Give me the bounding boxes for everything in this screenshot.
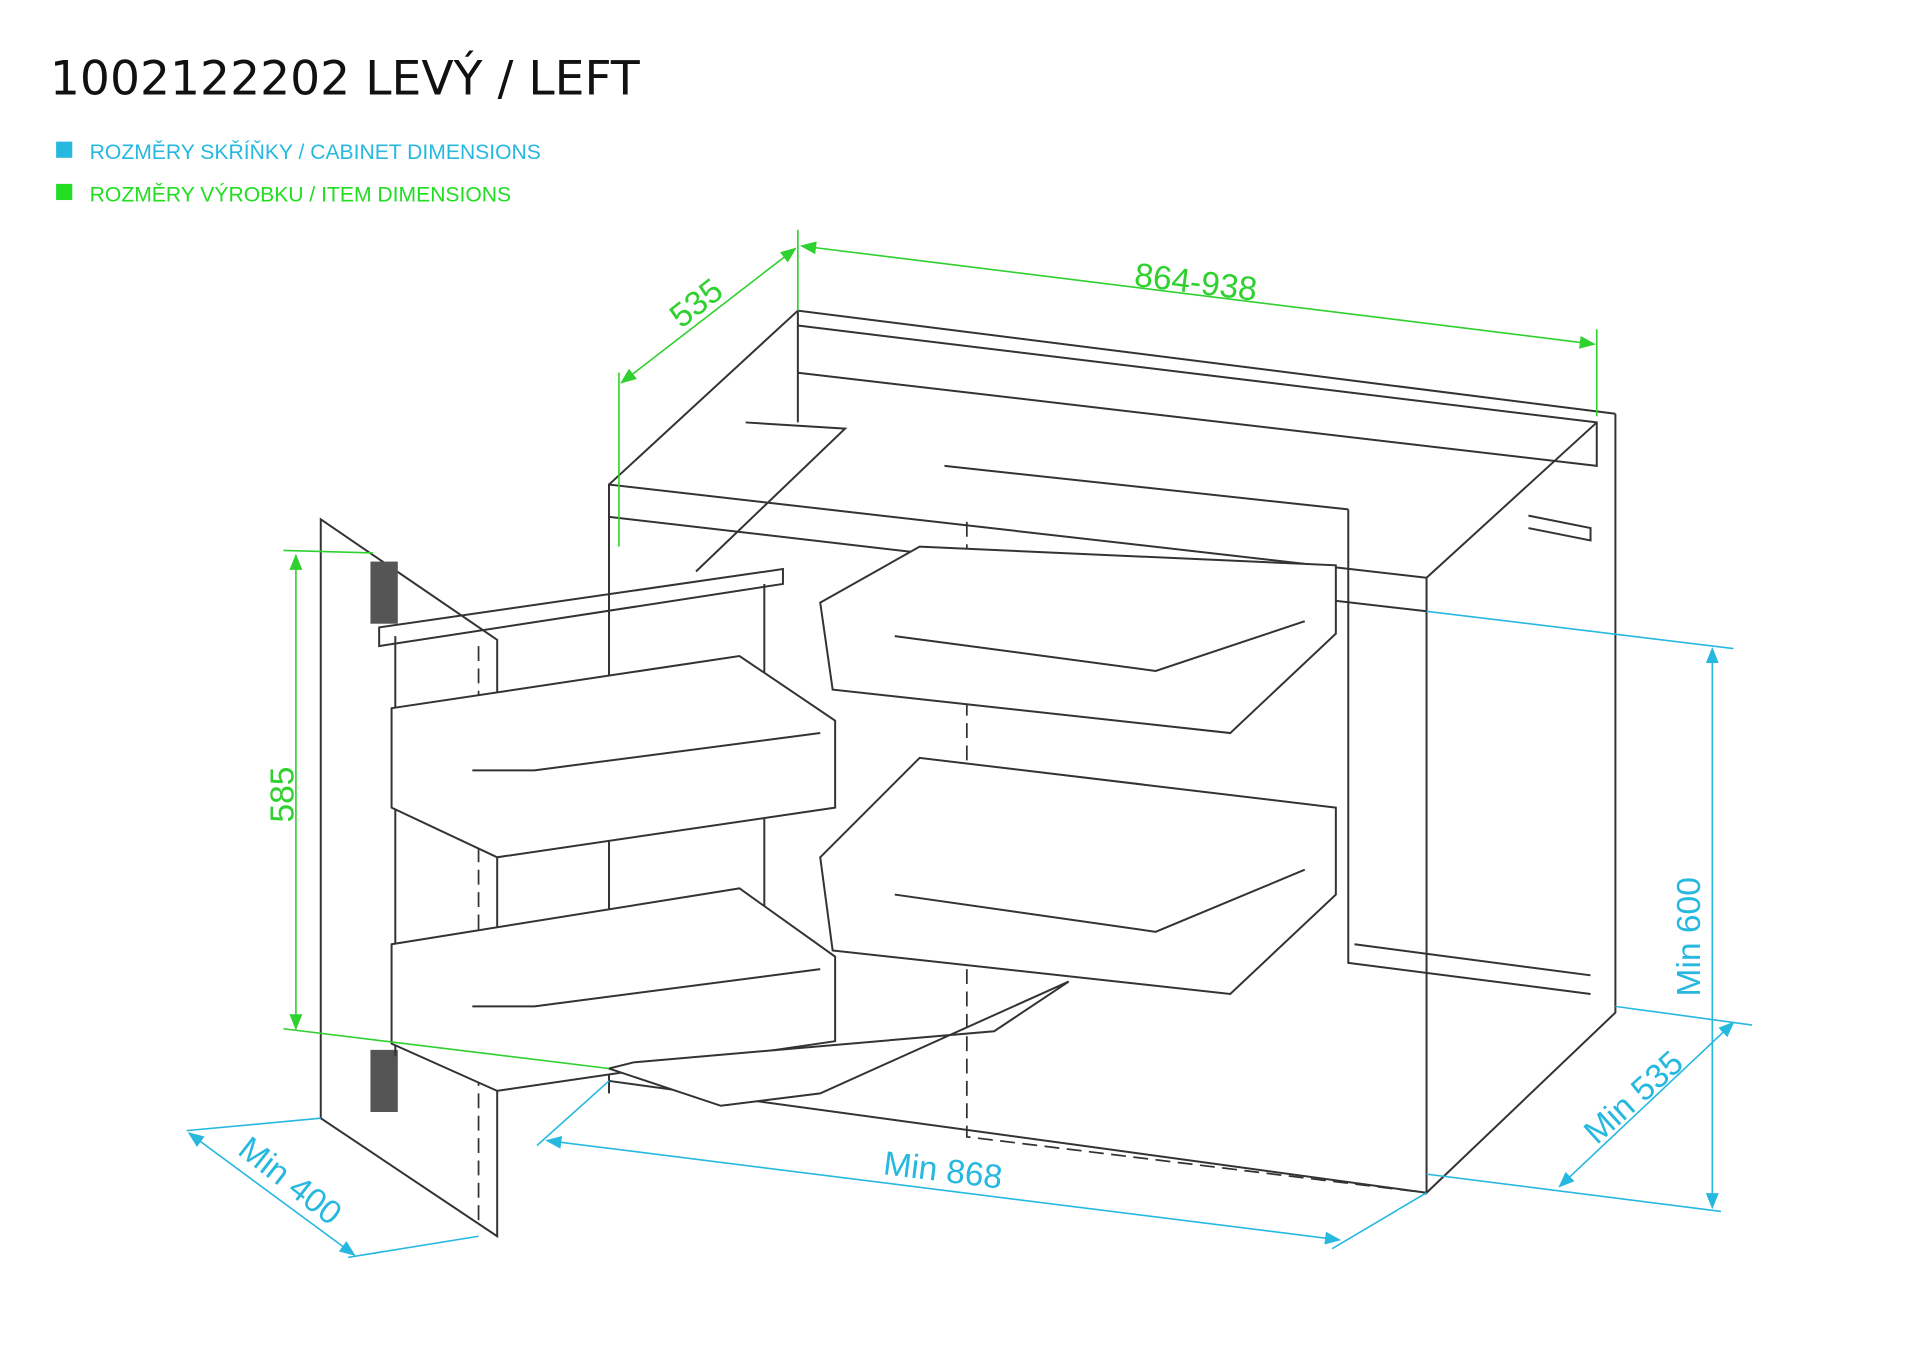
legend-label-cabinet: ROZMĚRY SKŘÍŇKY / CABINET DIMENSIONS bbox=[90, 141, 541, 164]
left-lower-basket bbox=[390, 887, 837, 1092]
dim-item-height: 585 bbox=[264, 549, 610, 1070]
dim-label-cabinet-depth: Min 535 bbox=[1577, 1044, 1690, 1151]
dim-cabinet-height: Min 600 bbox=[1426, 610, 1734, 1210]
left-upper-basket bbox=[390, 654, 837, 859]
page-title: 1002122202 LEVÝ / LEFT bbox=[50, 49, 640, 106]
right-upper-basket bbox=[819, 545, 1337, 735]
right-lower-basket bbox=[819, 756, 1337, 995]
dim-label-cabinet-width: Min 868 bbox=[881, 1145, 1004, 1196]
dim-cabinet-width: Min 868 bbox=[536, 1080, 1427, 1250]
dim-label-cabinet-door: Min 400 bbox=[231, 1130, 348, 1233]
dim-item-width: 864-938 bbox=[797, 229, 1598, 417]
left-basket-frame bbox=[378, 567, 837, 1092]
dim-label-item-width: 864-938 bbox=[1132, 257, 1259, 309]
legend-item: ROZMĚRY VÝROBKU / ITEM DIMENSIONS bbox=[56, 183, 511, 206]
legend-swatch-cabinet bbox=[56, 141, 73, 158]
dim-label-item-depth: 535 bbox=[663, 272, 730, 336]
legend-label-item: ROZMĚRY VÝROBKU / ITEM DIMENSIONS bbox=[90, 183, 511, 206]
dim-label-item-height: 585 bbox=[264, 767, 301, 823]
right-baskets bbox=[605, 545, 1337, 1107]
legend-cabinet: ROZMĚRY SKŘÍŇKY / CABINET DIMENSIONS bbox=[56, 141, 541, 164]
dim-label-cabinet-height: Min 600 bbox=[1671, 877, 1708, 996]
legend-swatch-item bbox=[56, 183, 73, 201]
door-panel bbox=[319, 517, 499, 1239]
